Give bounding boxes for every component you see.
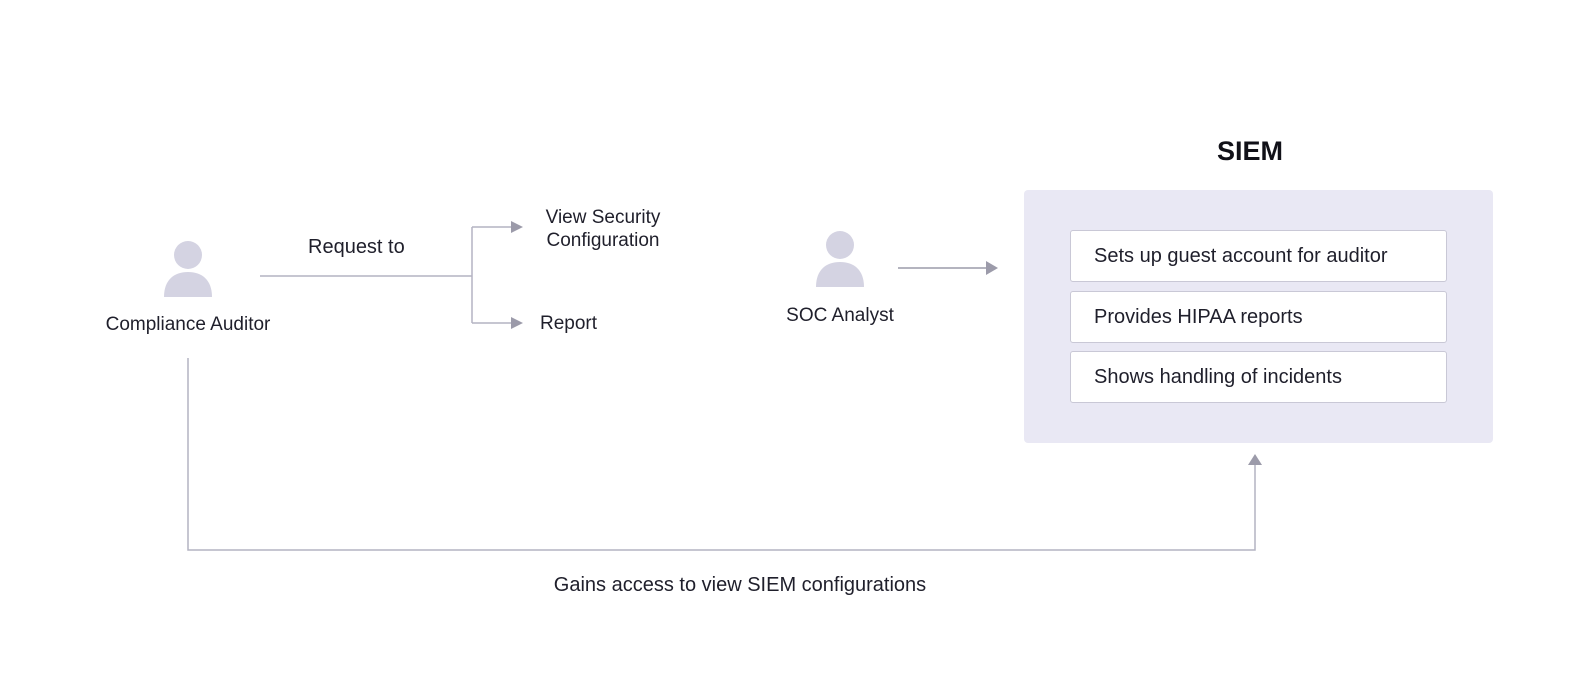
access-label: Gains access to view SIEM configurations [553, 574, 927, 596]
access-path-line [187, 358, 1256, 551]
auditor-label: Compliance Auditor [105, 314, 271, 335]
siem-item-incident-handling: Shows handling of incidents [1070, 351, 1447, 403]
branch-report-arrowhead [511, 317, 523, 329]
target-view-security-configuration: View Security Configuration [523, 206, 683, 252]
auditor-person-icon [164, 241, 212, 297]
analyst-to-siem-arrowhead [986, 261, 998, 275]
siem-panel: Sets up guest account for auditor Provid… [1024, 190, 1493, 443]
target-view-security-line2: Configuration [546, 230, 660, 251]
branch-view-security-arrowhead [511, 221, 523, 233]
request-label: Request to [308, 236, 405, 258]
analyst-person-icon [816, 231, 864, 287]
siem-item-hipaa-reports: Provides HIPAA reports [1070, 291, 1447, 343]
siem-title: SIEM [1216, 136, 1283, 166]
target-report: Report [540, 313, 598, 334]
analyst-label: SOC Analyst [786, 305, 894, 326]
access-path-arrowhead [1248, 454, 1262, 465]
target-view-security-line1: View Security [545, 207, 661, 228]
siem-item-guest-account: Sets up guest account for auditor [1070, 230, 1447, 282]
